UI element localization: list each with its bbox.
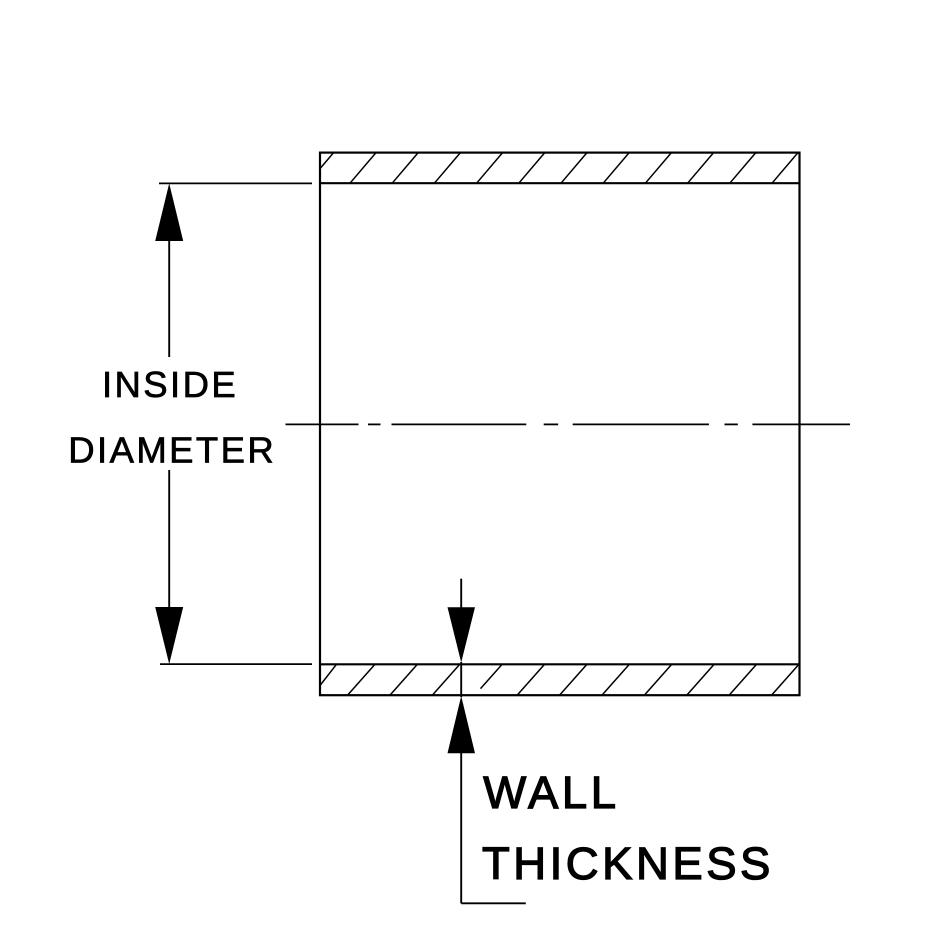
svg-text:THICKNESS: THICKNESS xyxy=(482,838,774,889)
svg-text:WALL: WALL xyxy=(483,767,619,818)
svg-text:DIAMETER: DIAMETER xyxy=(68,430,276,471)
svg-text:INSIDE: INSIDE xyxy=(102,364,238,405)
